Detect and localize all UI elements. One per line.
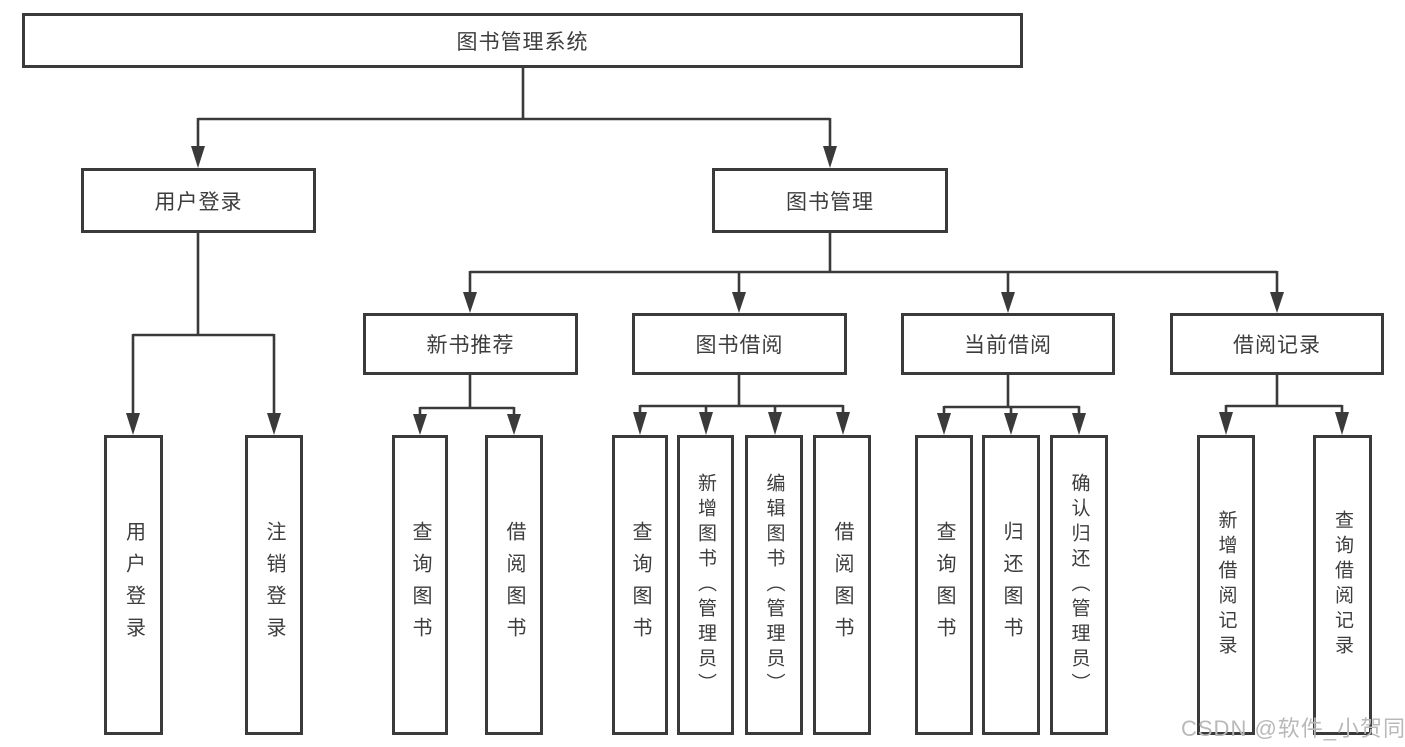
node-new-book-recommend: 新书推荐 xyxy=(363,313,578,375)
leaf-borrow-books: 借阅图书 xyxy=(813,435,871,735)
connector-current-borrow-to-leaves xyxy=(937,375,1086,435)
node-book-management: 图书管理 xyxy=(712,168,948,233)
node-book-borrowing: 图书借阅 xyxy=(632,313,847,375)
leaf-return-books: 归还图书 xyxy=(982,435,1040,735)
node-user-login: 用户登录 xyxy=(81,168,316,233)
node-book-management-label: 图书管理 xyxy=(786,190,874,214)
leaf-logout-label: 注销登录 xyxy=(263,521,285,649)
connector-book-mgmt-to-level3 xyxy=(463,233,1284,313)
leaf-logout: 注销登录 xyxy=(245,435,303,735)
leaf-user-login-label: 用户登录 xyxy=(122,521,145,649)
leaf-return-books-label: 归还图书 xyxy=(1000,521,1022,649)
leaf-query-borrow-record: 查询借阅记录 xyxy=(1313,435,1372,735)
connector-user-login-to-leaves xyxy=(126,233,281,435)
connector-new-book-rec-to-leaves xyxy=(413,375,521,435)
node-root-system: 图书管理系统 xyxy=(22,13,1023,68)
leaf-add-borrow-record: 新增借阅记录 xyxy=(1197,435,1255,735)
leaf-edit-books-admin: 编辑图书（管理员） xyxy=(745,435,803,735)
leaf-query-borrow-record-label: 查询借阅记录 xyxy=(1332,510,1353,660)
node-current-borrowing: 当前借阅 xyxy=(901,313,1115,375)
leaf-add-borrow-record-label: 新增借阅记录 xyxy=(1215,510,1237,660)
leaf-user-login: 用户登录 xyxy=(104,435,163,735)
leaf-query-books-current-label: 查询图书 xyxy=(933,521,955,649)
leaf-add-books-admin-label: 新增图书（管理员） xyxy=(695,472,716,698)
connector-borrow-records-to-leaves xyxy=(1219,375,1349,435)
node-book-borrowing-label: 图书借阅 xyxy=(695,334,784,357)
connector-book-borrow-to-leaves xyxy=(633,375,850,435)
csdn-watermark: CSDN @软件_小贺同学 xyxy=(1181,716,1405,741)
node-root-label: 图书管理系统 xyxy=(456,30,589,54)
leaf-query-books-borrow: 查询图书 xyxy=(612,435,668,735)
leaf-query-books-borrow-label: 查询图书 xyxy=(629,521,651,649)
leaf-confirm-return-admin: 确认归还（管理员） xyxy=(1050,435,1108,735)
leaf-query-books-recommend: 查询图书 xyxy=(392,435,448,735)
node-borrowing-records: 借阅记录 xyxy=(1170,313,1384,375)
leaf-confirm-return-admin-label: 确认归还（管理员） xyxy=(1068,472,1090,698)
leaf-query-books-recommend-label: 查询图书 xyxy=(409,521,431,649)
node-new-book-recommend-label: 新书推荐 xyxy=(426,334,515,357)
leaf-borrow-books-label: 借阅图书 xyxy=(831,521,853,649)
leaf-add-books-admin: 新增图书（管理员） xyxy=(677,435,734,735)
node-current-borrowing-label: 当前借阅 xyxy=(964,334,1052,357)
leaf-borrow-books-recommend: 借阅图书 xyxy=(485,435,543,735)
connector-root-to-level2 xyxy=(191,68,837,168)
node-user-login-label: 用户登录 xyxy=(154,190,243,214)
node-borrowing-records-label: 借阅记录 xyxy=(1233,334,1321,357)
leaf-edit-books-admin-label: 编辑图书（管理员） xyxy=(763,472,785,698)
leaf-borrow-books-recommend-label: 借阅图书 xyxy=(503,521,525,649)
leaf-query-books-current: 查询图书 xyxy=(915,435,973,735)
